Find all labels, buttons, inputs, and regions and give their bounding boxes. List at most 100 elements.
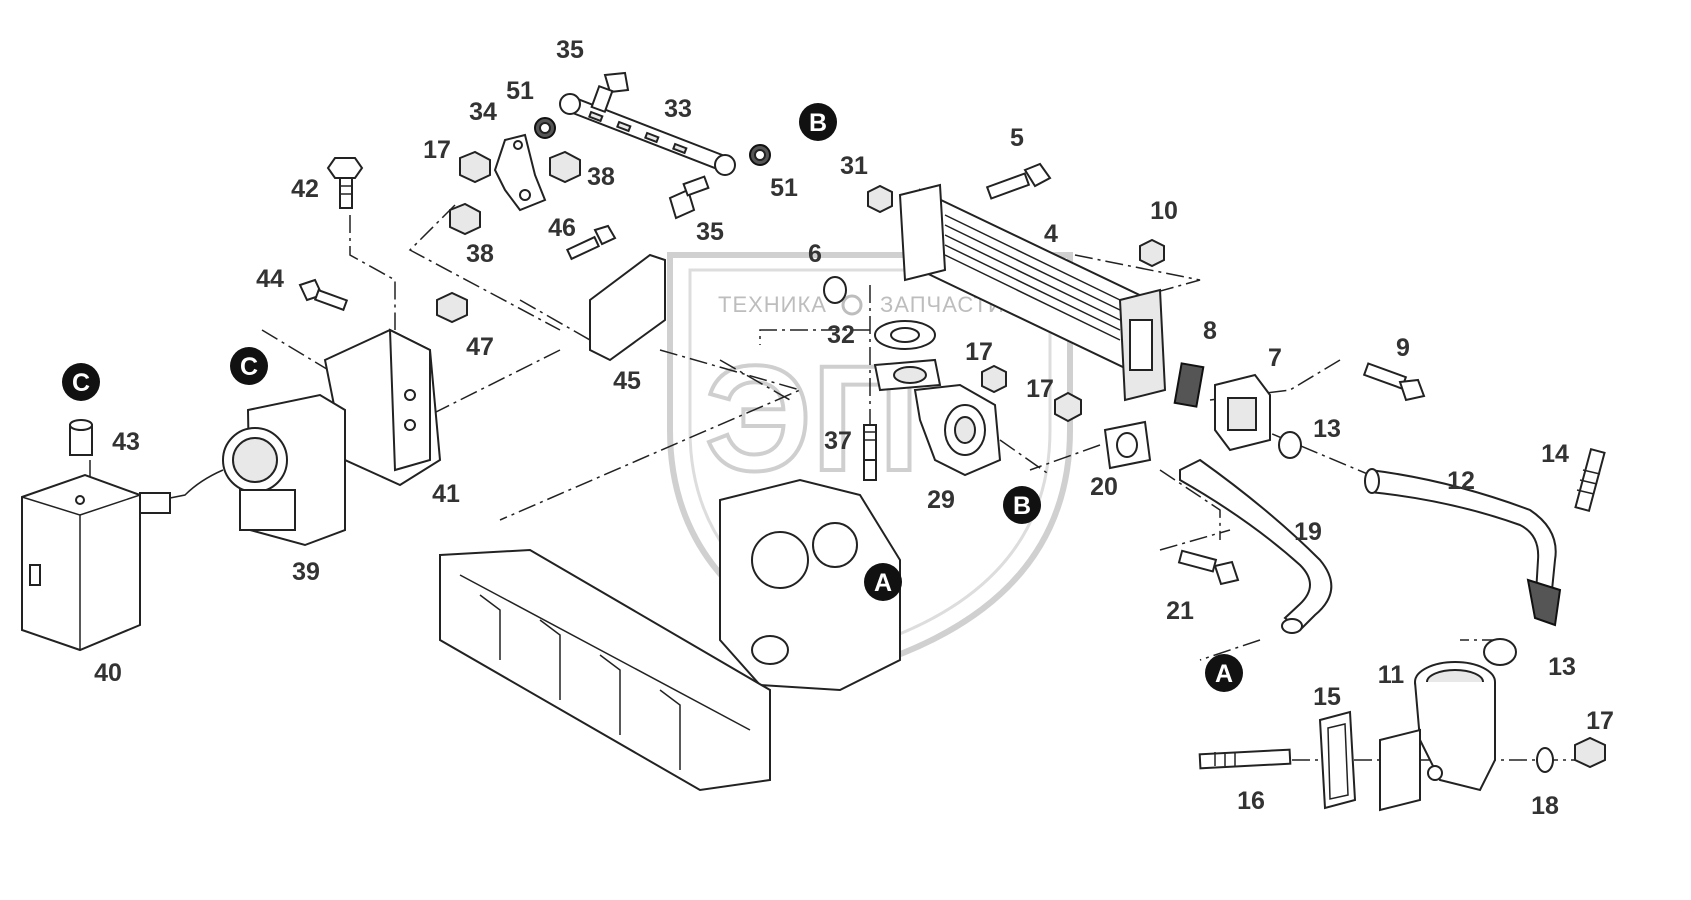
- bolt-21: [1177, 549, 1240, 586]
- part-labels: 35 51 33 34 17 38 31 5 42 38 35 51 46 10…: [94, 36, 1614, 820]
- label-51-top: 51: [506, 77, 534, 105]
- label-44: 44: [256, 265, 284, 293]
- gasket-20: [1103, 420, 1152, 470]
- label-8: 8: [1203, 317, 1217, 345]
- label-34: 34: [469, 98, 497, 126]
- label-29: 29: [927, 486, 955, 514]
- bolt-46: [565, 224, 617, 261]
- bolt-35-top: [590, 71, 630, 114]
- seal-6: [823, 276, 847, 304]
- watermark-gear-icon: [841, 294, 863, 316]
- stud-37: [863, 424, 877, 481]
- label-35-bottom: 35: [696, 218, 724, 246]
- marker-b-top: B: [799, 103, 837, 141]
- bolt-9: [1362, 362, 1426, 402]
- svg-text:A: A: [1215, 660, 1233, 688]
- bolt-35-bottom: [668, 175, 710, 220]
- marker-b-mid: B: [1003, 486, 1041, 524]
- label-38-left: 38: [466, 240, 494, 268]
- label-18: 18: [1531, 792, 1559, 820]
- svg-text:C: C: [240, 353, 258, 381]
- label-17-top: 17: [423, 136, 451, 164]
- gasket-32: [874, 320, 936, 350]
- marker-a-engine: A: [864, 563, 902, 601]
- parts: [21, 71, 1606, 812]
- label-14: 14: [1541, 440, 1569, 468]
- gasket-15: [1318, 710, 1357, 810]
- watermark-line1: ТЕХНИКА: [718, 292, 827, 317]
- label-10: 10: [1150, 197, 1178, 225]
- watermark-logo: ЭП: [705, 334, 920, 502]
- bolt-14: [1574, 447, 1606, 513]
- flange-7: [1214, 373, 1271, 452]
- egr-cooler-4: [898, 183, 1167, 402]
- cover-45: [589, 253, 666, 362]
- label-17-mid: 17: [965, 338, 993, 366]
- label-12: 12: [1447, 467, 1475, 495]
- spring-51-left: [534, 117, 556, 139]
- label-37: 37: [824, 427, 852, 455]
- label-43: 43: [112, 428, 140, 456]
- bracket-34: [493, 133, 547, 212]
- bolt-44: [298, 278, 349, 312]
- label-38-right: 38: [587, 163, 615, 191]
- bolt-42: [326, 157, 364, 209]
- marker-c-actuator: C: [230, 347, 268, 385]
- label-6: 6: [808, 240, 822, 268]
- label-39: 39: [292, 558, 320, 586]
- o-ring-13-bottom: [1483, 638, 1517, 666]
- svg-text:A: A: [874, 569, 892, 597]
- svg-text:B: B: [809, 109, 827, 137]
- engine-housing: [719, 478, 901, 692]
- label-41: 41: [432, 480, 460, 508]
- stud-16: [1198, 748, 1292, 770]
- label-13-top: 13: [1313, 415, 1341, 443]
- actuator-39: [139, 393, 346, 547]
- label-35-top: 35: [556, 36, 584, 64]
- nut-17-mid: [981, 364, 1007, 394]
- reference-markers: B B C C A A: [62, 103, 1243, 692]
- label-33: 33: [664, 95, 692, 123]
- gasket-8: [1173, 362, 1205, 408]
- label-51-bottom: 51: [770, 174, 798, 202]
- label-42: 42: [291, 175, 319, 203]
- svg-text:C: C: [72, 369, 90, 397]
- label-19: 19: [1294, 518, 1322, 546]
- rod-33: [559, 93, 736, 176]
- label-13-bottom: 13: [1548, 653, 1576, 681]
- nut-38-right: [549, 150, 581, 184]
- label-31: 31: [840, 152, 868, 180]
- label-21: 21: [1166, 597, 1194, 625]
- spring-51-right: [749, 144, 771, 166]
- label-16: 16: [1237, 787, 1265, 815]
- egr-valve-29: [873, 358, 1002, 477]
- label-11: 11: [1378, 661, 1405, 689]
- label-17-right: 17: [1026, 375, 1054, 403]
- label-9: 9: [1396, 334, 1410, 362]
- nut-31: [867, 184, 893, 214]
- nut-38-left: [449, 202, 481, 236]
- label-45: 45: [613, 367, 641, 395]
- elbow-11: [1379, 661, 1496, 812]
- label-32: 32: [827, 321, 855, 349]
- nut-47: [436, 291, 468, 324]
- label-4: 4: [1044, 220, 1058, 248]
- label-47: 47: [466, 333, 494, 361]
- nut-17-right: [1054, 391, 1082, 423]
- sleeve-43: [69, 419, 93, 456]
- label-20: 20: [1090, 473, 1118, 501]
- marker-c-left: C: [62, 363, 100, 401]
- bolt-5: [985, 162, 1052, 200]
- nut-10: [1139, 238, 1165, 268]
- marker-a-pipe: A: [1205, 654, 1243, 692]
- nut-17-bottom: [1574, 736, 1606, 769]
- intake-manifold: [439, 548, 771, 792]
- nut-17-top: [459, 150, 491, 184]
- svg-text:B: B: [1013, 492, 1031, 520]
- label-5: 5: [1010, 124, 1024, 152]
- box-40: [21, 473, 141, 652]
- o-ring-13-top: [1278, 431, 1302, 459]
- label-46: 46: [548, 214, 576, 242]
- label-15: 15: [1313, 683, 1341, 711]
